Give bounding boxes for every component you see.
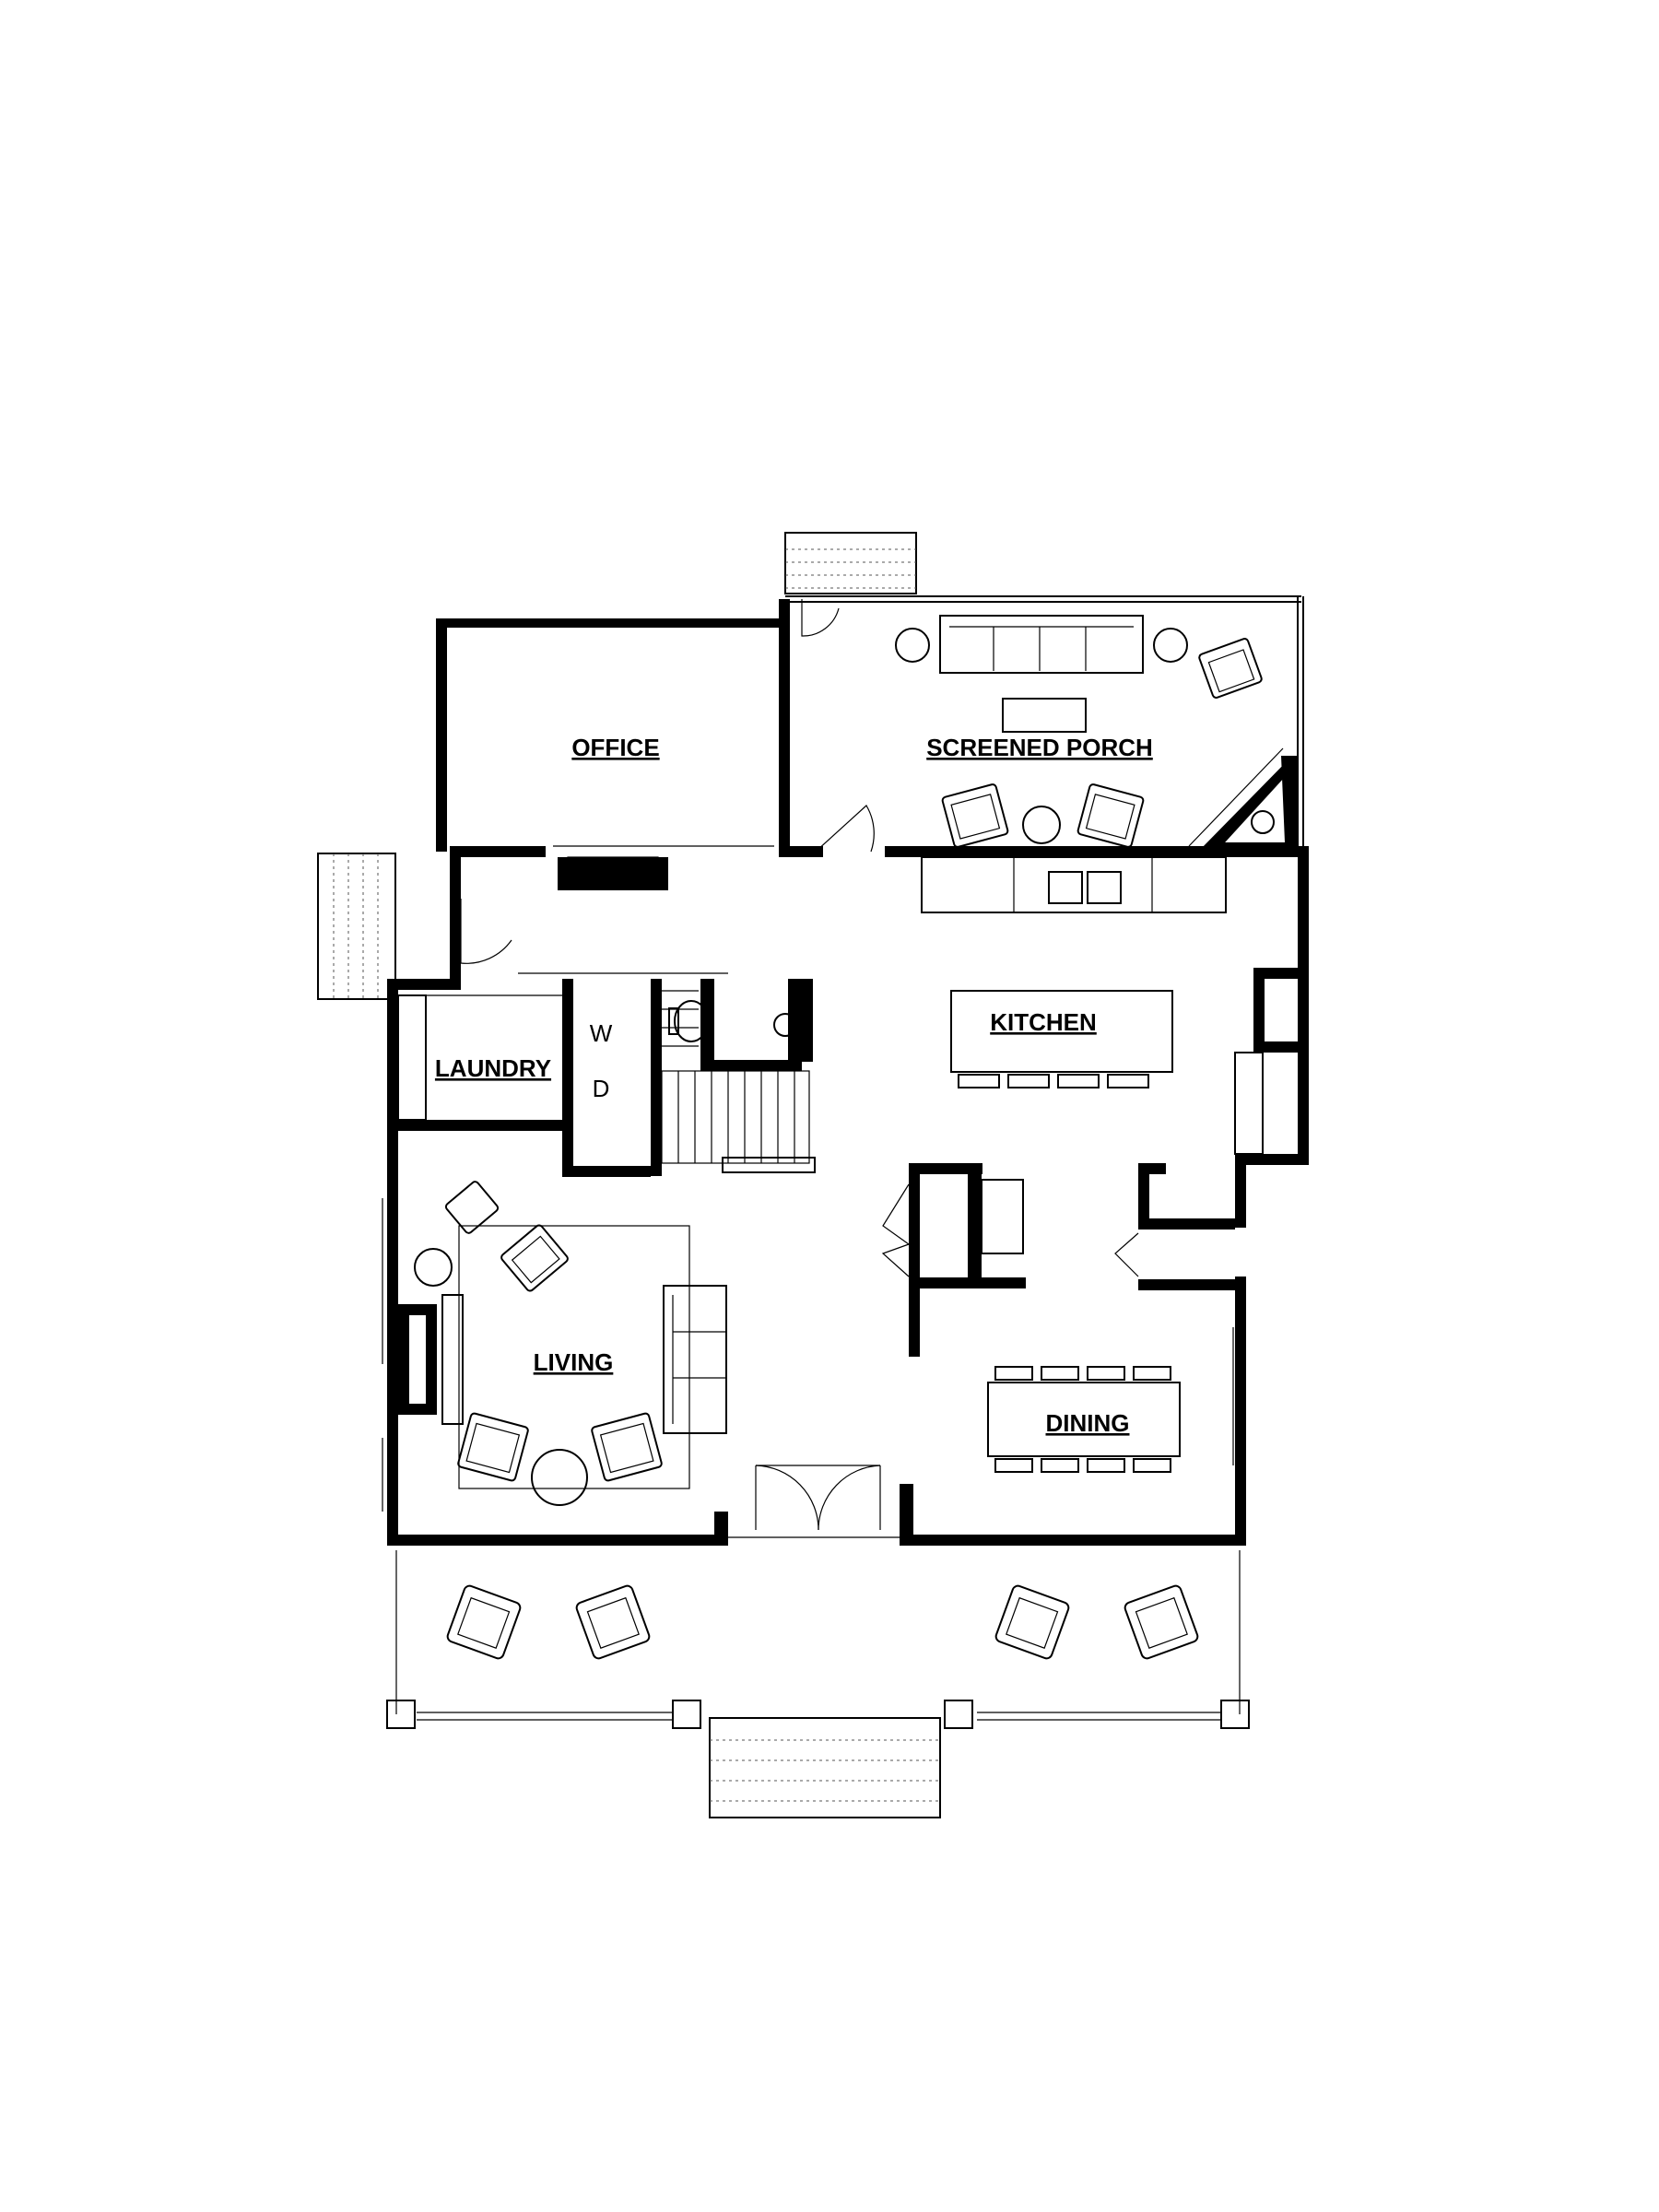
stair-and-bath-walls: [518, 972, 816, 1176]
living-side-table: [414, 1248, 453, 1287]
living-chair: [444, 1181, 500, 1234]
porch-rocker: [575, 1584, 651, 1660]
room-label-kitchen: KITCHEN: [990, 1008, 1097, 1036]
office-walls: [436, 599, 790, 857]
living-rug: [458, 1225, 690, 1489]
exterior-walls: [382, 846, 1309, 1546]
porch-rocker: [446, 1584, 522, 1660]
porch-rocker: [1124, 1584, 1199, 1660]
kitchen-island: [950, 990, 1173, 1088]
front-door-swing: [714, 1465, 900, 1538]
washer-label: W: [590, 1019, 613, 1047]
stair-treads: [661, 990, 810, 1164]
kitchen-counter: [1013, 857, 1153, 912]
front-steps: [709, 1717, 941, 1818]
fireplace: [398, 1294, 464, 1425]
porch-side-table: [895, 628, 930, 663]
living-chair: [591, 1412, 663, 1482]
porch-steps-top: [784, 532, 917, 594]
laundry-walls: [387, 979, 651, 1177]
dining-table: [987, 1366, 1181, 1473]
room-label-living: LIVING: [534, 1348, 614, 1376]
porch-chair: [1077, 783, 1145, 848]
pantry-walls: [881, 1163, 1235, 1357]
front-porch: [386, 1550, 1250, 1729]
side-door-swing: [460, 899, 512, 964]
living-chair: [500, 1224, 569, 1292]
room-label-laundry: LAUNDRY: [435, 1054, 551, 1082]
porch-side-table: [1022, 806, 1061, 844]
porch-sofa: [939, 615, 1144, 674]
living-chair: [457, 1412, 529, 1482]
dryer-label: D: [593, 1075, 610, 1102]
room-label-office: OFFICE: [571, 734, 659, 761]
porch-rocker: [994, 1584, 1070, 1660]
room-label-dining: DINING: [1046, 1409, 1130, 1437]
sink: [773, 1013, 797, 1037]
room-label-screened-porch: SCREENED PORCH: [926, 734, 1153, 761]
washer-dryer: W D: [590, 1019, 613, 1102]
porch-side-table: [1153, 628, 1188, 663]
living-sofa: [663, 1285, 727, 1434]
side-steps-left: [317, 853, 396, 1000]
screened-porch-walls: [785, 595, 1304, 852]
porch-chair: [1198, 638, 1263, 699]
porch-door-swing: [801, 599, 875, 853]
toilet: [668, 1000, 709, 1042]
porch-coffee-table: [1002, 698, 1087, 733]
living-side-table: [531, 1449, 588, 1506]
porch-chair: [941, 783, 1009, 848]
